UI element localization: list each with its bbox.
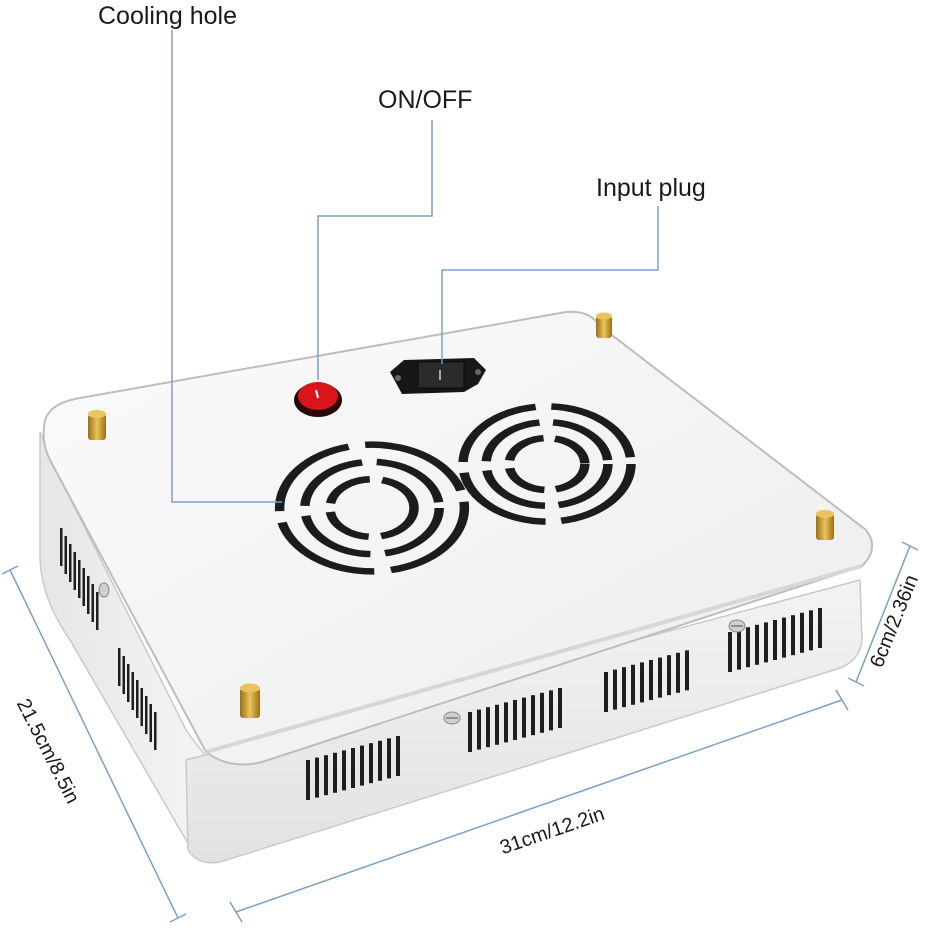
vent-slot bbox=[131, 672, 134, 710]
cooling-hole-leader-line bbox=[171, 30, 282, 503]
fan-grille-icon bbox=[274, 441, 470, 575]
vent-slot bbox=[604, 672, 608, 712]
vent-slot bbox=[60, 528, 63, 566]
vent-slot bbox=[369, 743, 373, 784]
vent-slot bbox=[613, 669, 617, 710]
vent-slot bbox=[73, 552, 76, 590]
vent-slot bbox=[78, 560, 81, 598]
side-vents bbox=[60, 528, 822, 800]
vent-slot bbox=[685, 650, 689, 691]
vent-slot bbox=[360, 745, 364, 786]
vent-slot bbox=[782, 617, 786, 658]
vent-slot bbox=[495, 704, 499, 745]
vent-slot bbox=[549, 690, 553, 731]
power-socket-icon bbox=[390, 358, 486, 394]
vent-slot bbox=[649, 659, 653, 700]
vent-slot bbox=[468, 712, 472, 752]
input-plug-leader-line bbox=[441, 206, 659, 364]
top-panel-rim bbox=[205, 564, 863, 754]
vent-slot bbox=[136, 680, 139, 718]
vent-slot bbox=[351, 747, 355, 788]
vent-slot bbox=[378, 740, 382, 781]
vent-slot bbox=[342, 750, 346, 791]
vent-slot bbox=[87, 576, 90, 614]
vent-slot bbox=[96, 592, 99, 630]
cooling-hole-label: Cooling hole bbox=[98, 2, 237, 30]
height-dimension-line bbox=[847, 541, 919, 687]
vent-slot bbox=[773, 619, 777, 660]
on-off-leader-line bbox=[317, 120, 433, 380]
power-switch-icon bbox=[294, 382, 342, 417]
vent-slot bbox=[69, 544, 72, 582]
on-off-label: ON/OFF bbox=[378, 86, 473, 114]
vent-slot bbox=[477, 709, 481, 750]
vent-slot bbox=[631, 664, 635, 705]
screw-icon bbox=[443, 711, 461, 725]
vent-slot bbox=[640, 662, 644, 703]
vent-slot bbox=[387, 738, 391, 779]
vent-slot bbox=[140, 688, 143, 726]
vent-slot bbox=[333, 752, 337, 793]
vent-slot bbox=[396, 735, 400, 776]
vent-slot bbox=[531, 695, 535, 736]
vent-slot bbox=[676, 652, 680, 693]
vent-slot bbox=[818, 607, 822, 648]
vent-slot bbox=[149, 704, 152, 742]
mounting-nut-icon bbox=[88, 410, 106, 440]
vent-slot bbox=[122, 656, 125, 694]
vent-slot bbox=[82, 568, 85, 606]
vent-slot bbox=[809, 610, 813, 651]
vent-slot bbox=[728, 632, 732, 672]
vent-slot bbox=[64, 536, 67, 574]
screw-icon bbox=[728, 619, 746, 633]
mounting-nut-icon bbox=[240, 683, 260, 718]
vent-slot bbox=[486, 707, 490, 748]
vent-slot bbox=[513, 699, 517, 740]
vent-slot bbox=[306, 760, 310, 800]
mounting-nut-icon bbox=[596, 312, 612, 338]
vent-slot bbox=[118, 648, 121, 686]
vent-slot bbox=[504, 702, 508, 743]
vent-slot bbox=[746, 627, 750, 668]
screw-icon bbox=[98, 582, 110, 598]
vent-slot bbox=[737, 629, 741, 670]
vent-slot bbox=[154, 712, 157, 750]
vent-slot bbox=[315, 757, 319, 798]
depth-dimension-line bbox=[1, 565, 187, 923]
vent-slot bbox=[522, 697, 526, 738]
vent-slot bbox=[324, 755, 328, 796]
input-plug-label: Input plug bbox=[596, 174, 706, 202]
vent-slot bbox=[622, 667, 626, 708]
mounting-nut-icon bbox=[816, 510, 834, 540]
vent-slot bbox=[667, 655, 671, 696]
vent-slot bbox=[540, 692, 544, 733]
vent-slot bbox=[658, 657, 662, 698]
vent-slot bbox=[558, 687, 562, 728]
vent-slot bbox=[800, 612, 804, 653]
vent-slot bbox=[91, 584, 94, 622]
vent-slot bbox=[145, 696, 148, 734]
vent-slot bbox=[791, 615, 795, 656]
vent-slot bbox=[764, 622, 768, 663]
vent-slot bbox=[755, 624, 759, 665]
width-dimension-line bbox=[229, 689, 849, 923]
vent-slot bbox=[127, 664, 130, 702]
